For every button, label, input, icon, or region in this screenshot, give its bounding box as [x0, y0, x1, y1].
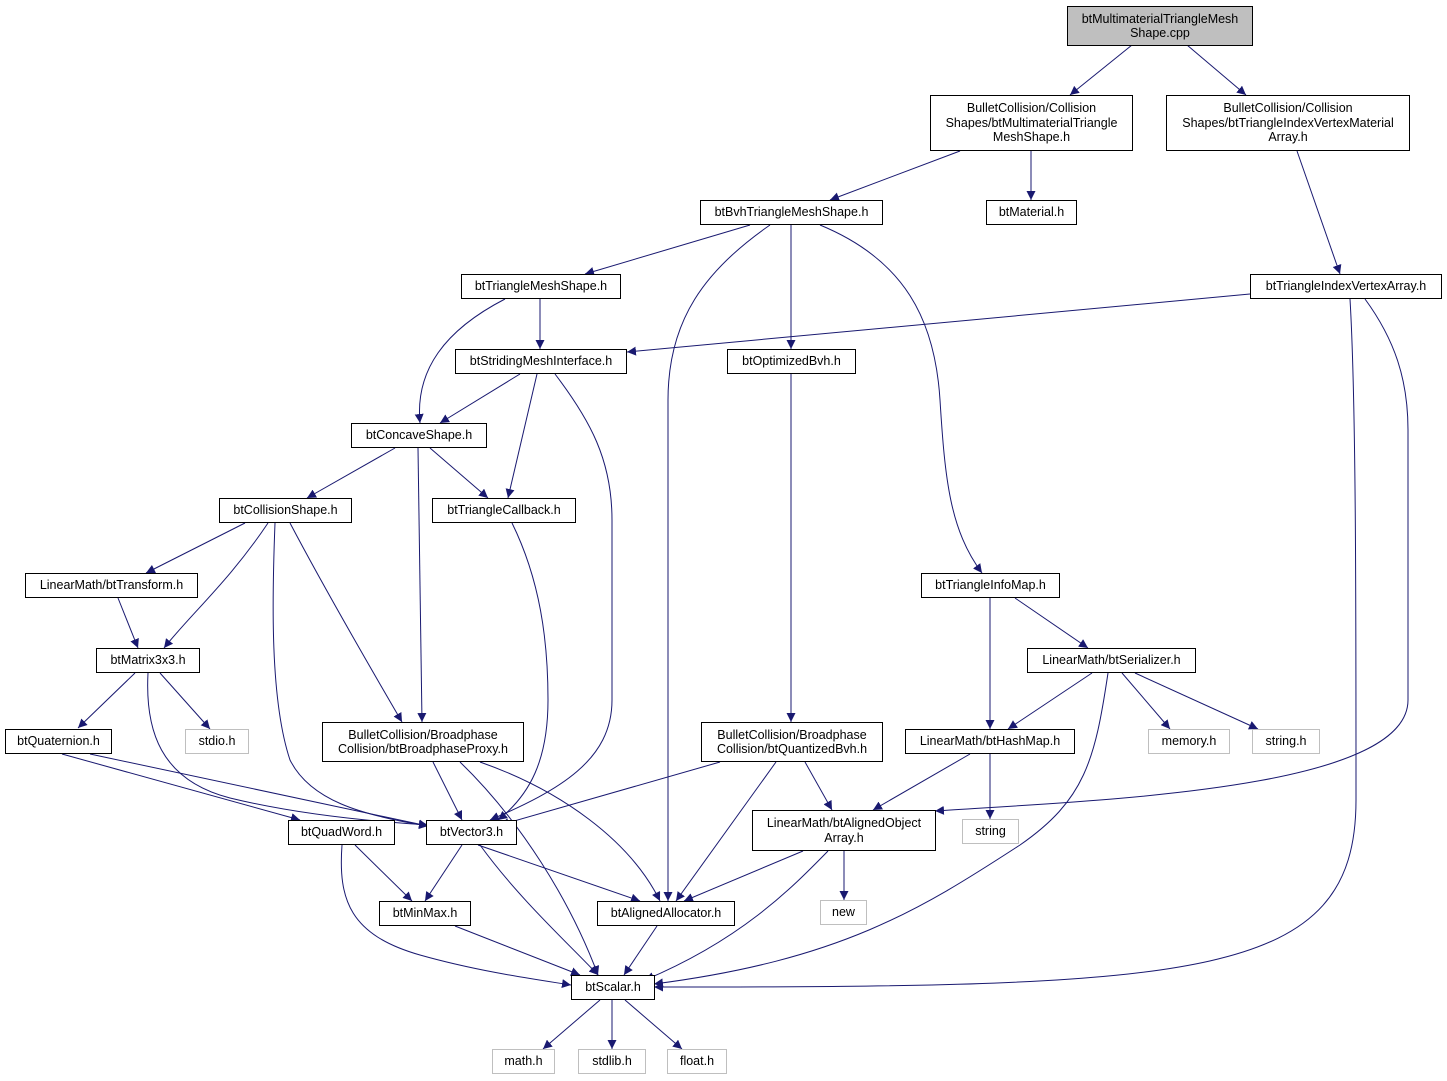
- edge-scalar-to-float: [624, 999, 683, 1050]
- edge-hashmap-to-alignedarr: [872, 753, 971, 811]
- edge-scalar-to-math: [542, 999, 601, 1050]
- node-triangle-index-vertex-material-array-h[interactable]: BulletCollision/Collision Shapes/btTrian…: [1166, 95, 1410, 151]
- node-striding-mesh-interface-h[interactable]: btStridingMeshInterface.h: [455, 349, 627, 374]
- edge-bproxy-to-vector3: [432, 761, 463, 821]
- edge-transform-to-matrix: [117, 597, 139, 649]
- node-minmax-h[interactable]: btMinMax.h: [379, 901, 471, 926]
- node-quaternion-h[interactable]: btQuaternion.h: [5, 729, 112, 754]
- edge-colshape-to-matrix: [163, 522, 269, 649]
- node-stdlib-h[interactable]: stdlib.h: [578, 1049, 646, 1074]
- node-root-file[interactable]: btMultimaterialTriangleMesh Shape.cpp: [1067, 6, 1253, 46]
- edge-matrix-to-stdio: [159, 672, 211, 730]
- edge-striding-to-concave: [439, 373, 521, 424]
- edge-alignedarr-to-scalar: [644, 850, 829, 981]
- node-triangle-index-vertex-array-h[interactable]: btTriangleIndexVertexArray.h: [1250, 274, 1442, 299]
- edge-striding-to-tricallback: [505, 373, 538, 499]
- node-bvh-triangle-mesh-shape-h[interactable]: btBvhTriangleMeshShape.h: [700, 200, 883, 225]
- node-aligned-allocator-h[interactable]: btAlignedAllocator.h: [597, 901, 735, 926]
- node-string-h[interactable]: string.h: [1252, 729, 1320, 754]
- edge-tiva-to-scalar: [653, 298, 1357, 992]
- node-optimized-bvh-h[interactable]: btOptimizedBvh.h: [727, 349, 856, 374]
- node-linearmath-aligned-object-array-h[interactable]: LinearMath/btAlignedObject Array.h: [752, 810, 936, 851]
- edge-concave-to-colshape: [306, 447, 396, 499]
- node-math-h[interactable]: math.h: [492, 1049, 555, 1074]
- edge-qbvh-to-alignedalloc: [675, 761, 777, 902]
- edge-tiva-to-alignedarr: [934, 298, 1409, 815]
- edge-bproxy-to-alignedalloc: [479, 761, 661, 902]
- edge-serializer-to-hashmap: [1007, 672, 1093, 730]
- edge-serializer-to-stringh: [1134, 672, 1259, 730]
- node-scalar-h[interactable]: btScalar.h: [571, 975, 655, 1000]
- edge-bvhmesh-to-trimesh: [584, 224, 751, 276]
- node-linearmath-hashmap-h[interactable]: LinearMath/btHashMap.h: [905, 729, 1075, 754]
- edge-bvhmesh-to-triinfomap: [819, 224, 983, 574]
- node-quantized-bvh-h[interactable]: BulletCollision/Broadphase Collision/btQ…: [701, 722, 883, 762]
- node-broadphase-proxy-h[interactable]: BulletCollision/Broadphase Collision/btB…: [322, 722, 524, 762]
- edge-alignedarr-to-alignedalloc: [683, 850, 804, 902]
- edge-tivma-to-tiva: [1296, 150, 1342, 275]
- edge-colshape-to-transform: [145, 522, 246, 574]
- edge-qbvh-to-alignedarr: [804, 761, 833, 811]
- node-memory-h[interactable]: memory.h: [1148, 729, 1230, 754]
- node-linearmath-serializer-h[interactable]: LinearMath/btSerializer.h: [1027, 648, 1196, 673]
- node-string[interactable]: string: [962, 819, 1019, 844]
- node-triangle-info-map-h[interactable]: btTriangleInfoMap.h: [921, 573, 1060, 598]
- node-collision-shape-h[interactable]: btCollisionShape.h: [219, 498, 352, 523]
- edge-quaternion-to-quadword: [61, 753, 301, 822]
- edge-vector3-to-alignedalloc: [477, 844, 641, 903]
- edge-multimat-to-bvhmesh: [829, 150, 961, 202]
- edge-alignedalloc-to-scalar: [623, 925, 658, 976]
- edge-serializer-to-memory: [1121, 672, 1171, 730]
- edge-root-to-multimat: [1069, 44, 1133, 96]
- edge-bvhmesh-to-alignedalloc: [663, 224, 771, 901]
- edge-concave-to-tricallback: [429, 447, 489, 499]
- node-matrix3x3-h[interactable]: btMatrix3x3.h: [96, 648, 200, 673]
- edge-root-to-tivma: [1186, 44, 1247, 96]
- edge-colshape-to-bproxy: [289, 522, 403, 723]
- edge-serializer-to-scalar: [653, 672, 1109, 988]
- edge-triinfomap-to-serializer: [1014, 597, 1089, 649]
- edge-vector3-to-minmax: [424, 844, 463, 902]
- edge-quaternion-to-vector3: [89, 753, 429, 829]
- edge-tricallback-to-vector3: [497, 522, 549, 821]
- edge-quadword-to-minmax: [354, 844, 413, 902]
- edge-bproxy-to-scalar: [459, 761, 600, 976]
- edge-qbvh-to-vector3: [499, 761, 721, 827]
- edge-concave-to-bproxy: [417, 447, 427, 723]
- edge-tiva-to-striding: [626, 293, 1251, 356]
- edge-matrix-to-quaternion: [77, 672, 136, 729]
- edge-minmax-to-scalar: [454, 925, 581, 976]
- node-concave-shape-h[interactable]: btConcaveShape.h: [351, 423, 487, 448]
- node-new[interactable]: new: [820, 900, 867, 925]
- node-triangle-mesh-shape-h[interactable]: btTriangleMeshShape.h: [461, 274, 621, 299]
- node-multimaterial-triangle-mesh-shape-h[interactable]: BulletCollision/Collision Shapes/btMulti…: [930, 95, 1133, 151]
- node-vector3-h[interactable]: btVector3.h: [426, 820, 517, 845]
- node-linearmath-transform-h[interactable]: LinearMath/btTransform.h: [25, 573, 198, 598]
- edge-vector3-to-scalar: [479, 844, 599, 976]
- node-float-h[interactable]: float.h: [667, 1049, 727, 1074]
- node-material-h[interactable]: btMaterial.h: [986, 200, 1077, 225]
- edge-trimesh-to-concave: [414, 298, 506, 424]
- node-stdio-h[interactable]: stdio.h: [185, 729, 249, 754]
- node-triangle-callback-h[interactable]: btTriangleCallback.h: [432, 498, 576, 523]
- node-quadword-h[interactable]: btQuadWord.h: [288, 820, 395, 845]
- edge-quadword-to-scalar: [340, 844, 572, 989]
